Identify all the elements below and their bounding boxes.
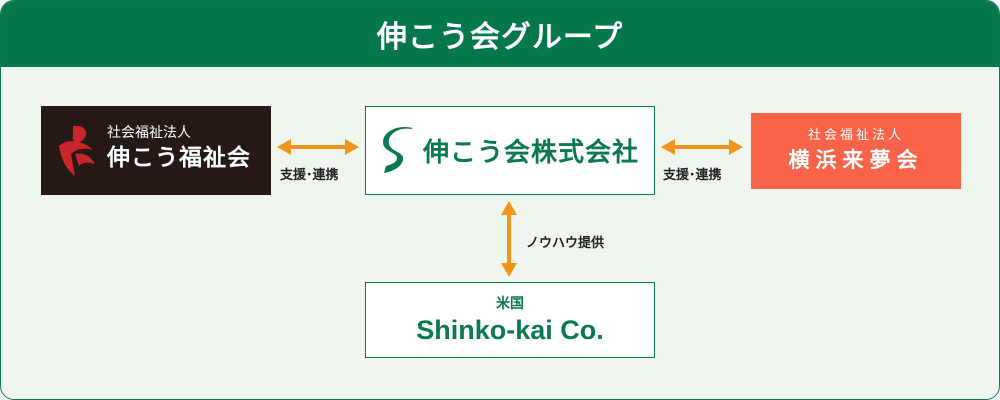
welfare-logo-icon bbox=[59, 125, 95, 176]
welfare-org-box: 社会福祉法人 伸こう福祉会 bbox=[41, 106, 271, 195]
us-company-box: 米国 Shinko-kai Co. bbox=[365, 282, 655, 358]
right-link-label: 支援･連携 bbox=[663, 168, 722, 183]
us-company-name: Shinko-kai Co. bbox=[416, 315, 604, 345]
vertical-double-arrow-icon bbox=[501, 201, 517, 277]
left-link-label: 支援･連携 bbox=[280, 168, 339, 183]
welfare-org-text: 社会福祉法人 伸こう福祉会 bbox=[107, 124, 251, 174]
company-s-logo-icon bbox=[382, 126, 413, 173]
yokohama-org-type: 社会福祉法人 bbox=[807, 128, 904, 143]
group-title: 伸こう会グループ bbox=[1, 1, 999, 67]
yokohama-org-box: 社会福祉法人 横浜来夢会 bbox=[751, 113, 961, 189]
us-country-label: 米国 bbox=[496, 296, 524, 312]
yokohama-org-name: 横浜来夢会 bbox=[788, 148, 924, 172]
left-double-arrow-icon bbox=[277, 139, 359, 155]
right-double-arrow-icon bbox=[661, 139, 743, 155]
welfare-org-type: 社会福祉法人 bbox=[107, 125, 191, 141]
welfare-org-name: 伸こう福祉会 bbox=[107, 145, 251, 171]
company-name: 伸こう会株式会社 bbox=[422, 138, 639, 168]
down-link-label: ノウハウ提供 bbox=[526, 236, 605, 251]
company-box: 伸こう会株式会社 bbox=[365, 106, 655, 195]
